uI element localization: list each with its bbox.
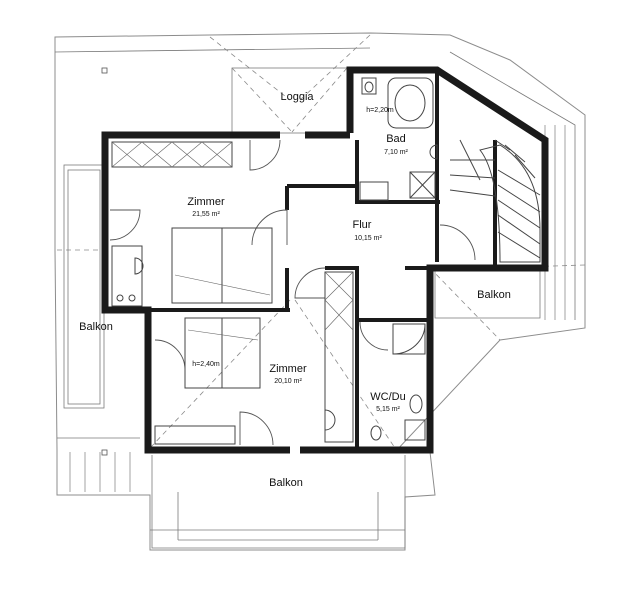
bathroom-fixtures: [359, 77, 438, 201]
roof-ridge-lines: [57, 34, 586, 449]
furniture-lower-room: [154, 271, 354, 445]
balcony-south-label: Balkon: [269, 477, 303, 489]
room-bad-name: Bad: [386, 133, 406, 145]
room-loggia-name: Loggia: [280, 91, 314, 103]
wc-fixtures: [370, 323, 426, 441]
height-label-bad: h=2,20m: [366, 107, 394, 114]
balcony-south: [151, 455, 406, 549]
balcony-labels: Balkon Balkon Balkon: [79, 289, 511, 489]
interior-walls: [103, 70, 497, 450]
room-zimmer-lower-area: 20,10 m²: [274, 378, 302, 385]
room-wcdu-area: 5,15 m²: [376, 406, 400, 413]
room-bad-area: 7,10 m²: [384, 149, 408, 156]
balcony-west: [63, 164, 105, 409]
height-label-zimmer: h=2,40m: [192, 361, 220, 368]
exterior-walls: [101, 66, 549, 454]
height-labels: h=2,20m h=2,40m: [192, 107, 394, 368]
reference-markers: [101, 67, 108, 456]
room-wcdu-name: WC/Du: [370, 391, 405, 403]
staircase: [449, 139, 541, 263]
balcony-west-label: Balkon: [79, 321, 113, 333]
room-flur-name: Flur: [353, 219, 372, 231]
room-zimmer-upper-name: Zimmer: [187, 196, 225, 208]
furniture-upper-room: [111, 141, 273, 307]
room-labels: Loggia Bad 7,10 m² Zimmer 21,55 m² Flur …: [187, 91, 408, 413]
balcony-east: [434, 270, 541, 319]
room-zimmer-upper-area: 21,55 m²: [192, 211, 220, 218]
door-swings: [109, 139, 476, 446]
balcony-east-label: Balkon: [477, 289, 511, 301]
room-zimmer-lower-name: Zimmer: [269, 363, 307, 375]
room-flur-area: 10,15 m²: [354, 235, 382, 242]
